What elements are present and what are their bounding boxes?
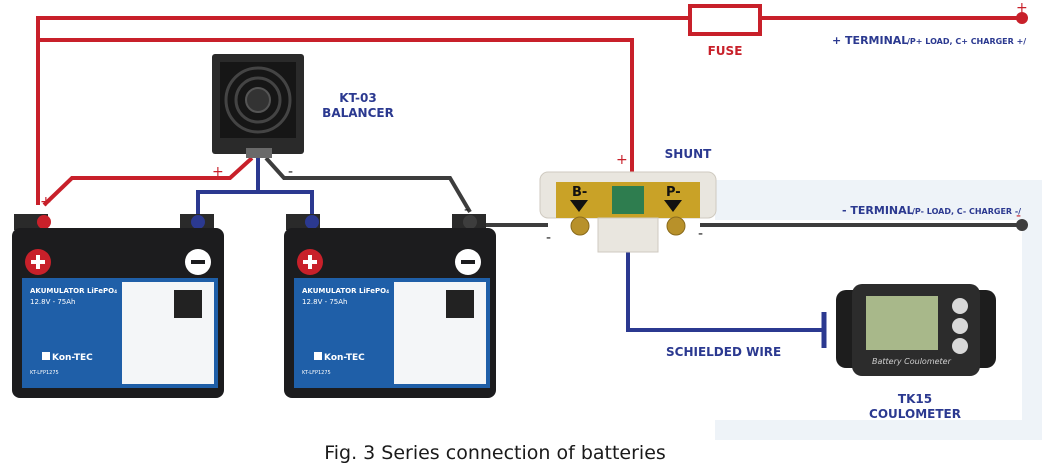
fuse-icon	[688, 4, 762, 36]
red-wire-balancer	[42, 156, 254, 207]
coulometer-up-button	[952, 298, 968, 314]
battery-1-spec: 12.8V - 75Ah	[30, 298, 75, 306]
wiring-diagram: B- P- AKUMULATOR LiFePO₄ 12.8V - 75Ah Ko…	[12, 0, 1042, 460]
shunt-plus-sign: +	[616, 152, 628, 168]
battery-2: AKUMULATOR LiFePO₄ 12.8V - 75Ah Kon-TEC …	[284, 214, 496, 398]
coulometer-down-button	[952, 318, 968, 334]
balancer-minus-sign: -	[288, 164, 293, 180]
plus-terminal-sign: +	[1016, 0, 1028, 16]
figure-caption: Fig. 3 Series connection of batteries	[324, 442, 666, 464]
coulometer-device: Battery Coulometer	[836, 284, 996, 376]
battery-1-title: AKUMULATOR LiFePO₄	[30, 287, 117, 295]
plus-terminal-label: + TERMINAL	[832, 34, 908, 47]
fuse-label: FUSE	[708, 44, 743, 58]
battery-2-minus-sign: -	[464, 202, 469, 218]
minus-terminal-label: - TERMINAL	[842, 204, 914, 217]
battery-1-plus-v	[36, 255, 40, 269]
plus-terminal-dot	[1016, 12, 1028, 24]
battery-1-brand: Kon-TEC	[52, 353, 93, 363]
battery-2-qr-icon	[446, 290, 474, 318]
gray-wire-balancer	[264, 156, 472, 214]
balancer-label-line1: KT-03	[339, 91, 376, 105]
shunt-device: B- P-	[539, 171, 717, 253]
battery-2-plus-v	[308, 255, 312, 269]
positive-wires	[36, 16, 1022, 207]
battery-2-pos-dot	[305, 215, 319, 229]
battery-1-model: KT-LFP1275	[30, 370, 59, 376]
battery-1-minus-bar	[191, 260, 205, 264]
battery-2-neg-dot	[463, 215, 477, 229]
shunt-bolt-left	[570, 216, 590, 236]
battery-1: AKUMULATOR LiFePO₄ 12.8V - 75Ah Kon-TEC …	[12, 214, 224, 398]
shunt-b-label: B-	[572, 185, 587, 200]
shunt-arrow-p-icon	[664, 200, 682, 212]
shunt-p-label: P-	[666, 185, 681, 200]
shielded-wire-line	[626, 240, 822, 332]
battery-2-title: AKUMULATOR LiFePO₄	[302, 287, 389, 295]
fan-grill-mid	[234, 76, 282, 124]
shunt-label: SHUNT	[665, 147, 712, 161]
battery-2-model: KT-LFP1275	[302, 370, 331, 376]
balancer-plus-sign: +	[212, 164, 224, 180]
shunt-arrow-b-icon	[570, 200, 588, 212]
battery-1-qr-icon	[174, 290, 202, 318]
shunt-p-minus-sign: -	[698, 226, 703, 242]
fan-grill-outer	[224, 66, 292, 134]
red-wire-shunt-sense	[36, 38, 634, 205]
battery-2-brand: Kon-TEC	[324, 353, 365, 363]
shielded-wire-label: SCHIELDED WIRE	[666, 345, 781, 359]
minus-terminal-dot	[1016, 219, 1028, 231]
blue-wire-left	[196, 158, 260, 222]
battery-1-logo-icon	[42, 352, 50, 360]
balancer-connector	[246, 148, 272, 158]
coulometer-power-button	[952, 338, 968, 354]
blue-wire-right	[258, 190, 314, 222]
shunt-bolt-right	[666, 216, 686, 236]
battery-1-neg-dot	[191, 215, 205, 229]
shunt-connector	[612, 186, 644, 214]
coulometer-screen	[866, 296, 938, 350]
coulometer-label-line1: TK15	[898, 392, 932, 406]
battery-2-minus-bar	[461, 260, 475, 264]
shunt-b-minus-sign: -	[546, 230, 551, 246]
balancer-device	[212, 54, 304, 158]
coulometer-screen-label: Battery Coulometer	[872, 357, 952, 366]
battery-1-plus-sign: +	[40, 194, 52, 210]
plus-terminal-sub: /P+ LOAD, C+ CHARGER +/	[907, 37, 1026, 46]
shunt-lower-block	[597, 217, 659, 253]
balancer-label-line2: BALANCER	[322, 106, 394, 120]
battery-2-spec: 12.8V - 75Ah	[302, 298, 347, 306]
balance-wires	[196, 158, 827, 348]
battery-1-pos-dot	[37, 215, 51, 229]
minus-terminal-sign: -	[1016, 208, 1021, 224]
fan-hub	[245, 87, 271, 113]
coulometer-label-line2: COULOMETER	[869, 407, 961, 421]
minus-terminal-sub: /P- LOAD, C- CHARGER -/	[912, 207, 1021, 216]
battery-2-logo-icon	[314, 352, 322, 360]
